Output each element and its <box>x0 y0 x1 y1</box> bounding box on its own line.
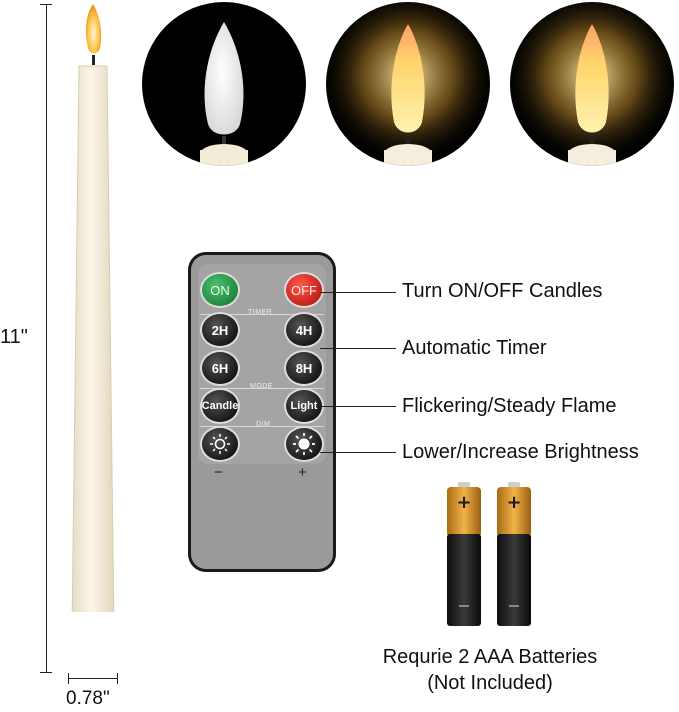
height-dimension-cap-bottom <box>40 672 52 673</box>
light-mode-button[interactable]: Light <box>286 390 322 422</box>
timer-divider <box>200 314 324 315</box>
battery-note-line1: Requrie 2 AAA Batteries <box>382 646 598 668</box>
svg-text:+: + <box>506 492 521 513</box>
callout-brightness: Lower/Increase Brightness <box>402 441 639 463</box>
svg-text:+: + <box>456 492 471 513</box>
timer-4h-button[interactable]: 4H <box>286 314 322 346</box>
candle-mode-button[interactable]: Candle <box>202 390 238 422</box>
timer-8h-button[interactable]: 8H <box>286 352 322 384</box>
callout-line-timer <box>320 348 396 349</box>
dim-increase-button[interactable] <box>286 428 322 460</box>
sun-dim-icon <box>210 434 230 454</box>
callout-line-brightness <box>320 452 396 453</box>
dim-divider <box>200 426 324 427</box>
battery-icon: + + <box>447 482 531 626</box>
remote-control: ON OFF TIMER 2H 4H 6H 8H MODE Candle Lig… <box>188 252 336 572</box>
width-label: 0.78" <box>66 688 110 709</box>
width-dimension-cap-right <box>117 673 118 684</box>
callout-line-onoff <box>320 292 396 293</box>
timer-section-label: TIMER <box>248 309 273 316</box>
minus-label: − <box>214 464 223 481</box>
taper-candle-image <box>71 4 115 612</box>
on-button[interactable]: ON <box>202 274 238 306</box>
callout-flame: Flickering/Steady Flame <box>402 395 617 417</box>
candle-flame-icon <box>85 4 102 54</box>
plus-label: + <box>298 464 307 481</box>
off-button[interactable]: OFF <box>286 274 322 306</box>
width-dimension-line <box>68 678 118 679</box>
flame-off-view <box>142 2 306 166</box>
flame-glow-view <box>326 2 490 166</box>
callout-line-flame <box>320 406 396 407</box>
timer-2h-button[interactable]: 2H <box>202 314 238 346</box>
flame-glow-view-2 <box>510 2 674 166</box>
timer-6h-button[interactable]: 6H <box>202 352 238 384</box>
dim-lower-button[interactable] <box>202 428 238 460</box>
dim-section-label: DIM <box>256 421 271 428</box>
mode-divider <box>200 388 324 389</box>
sun-bright-icon <box>293 433 315 455</box>
battery-note-line2: (Not Included) <box>427 672 553 694</box>
height-dimension-line <box>46 4 47 672</box>
callout-timer: Automatic Timer <box>402 337 547 359</box>
callout-onoff: Turn ON/OFF Candles <box>402 280 603 302</box>
height-label: 11" <box>0 326 28 348</box>
battery-note: Requrie 2 AAA Batteries (Not Included) <box>330 644 650 696</box>
mode-section-label: MODE <box>250 383 273 390</box>
